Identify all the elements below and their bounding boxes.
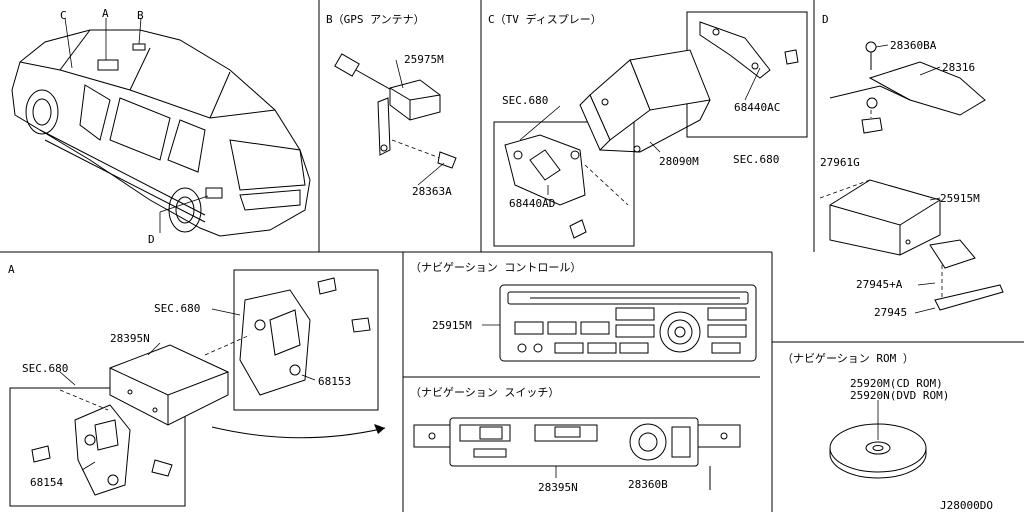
d-illustration xyxy=(819,41,1004,314)
callout-b: B xyxy=(137,9,144,22)
sec680-left-label: SEC.680 xyxy=(502,94,548,107)
callout-d: D xyxy=(148,233,155,246)
part-28090m-label: 28090M xyxy=(659,155,699,168)
gps-antenna-illustration xyxy=(334,53,457,186)
part-27945a-label: 27945+A xyxy=(856,278,903,291)
a-panel-title: A xyxy=(8,263,15,276)
gps-panel-title: B（GPS アンテナ） xyxy=(326,13,425,26)
nav-rom-panel: （ナビゲーション ROM ） 25920M(CD ROM) 25920N(DVD… xyxy=(782,352,949,479)
sec680-right-label: SEC.680 xyxy=(733,153,779,166)
nav-control-title: （ナビゲーション コントロール） xyxy=(410,261,581,274)
a-illustration xyxy=(31,277,386,496)
part-27945-label: 27945 xyxy=(874,306,907,319)
sec680-upper-box xyxy=(233,269,379,411)
panel-d: D 28360BA 28316 27961G 25915M xyxy=(819,13,1004,319)
vehicle-panel: C A B D xyxy=(11,7,311,246)
part-28360ba-label: 28360BA xyxy=(890,39,937,52)
part-25915m-d-label: 25915M xyxy=(940,192,980,205)
part-68154-label: 68154 xyxy=(30,476,63,489)
part-25975m-label: 25975M xyxy=(404,53,444,66)
part-28395n-a-label: 28395N xyxy=(110,332,150,345)
part-25920m-label: 25920M(CD ROM) xyxy=(850,377,943,390)
rom-disc-illustration xyxy=(829,400,927,479)
gps-antenna-panel: B（GPS アンテナ） 25975M 28363A xyxy=(326,13,457,198)
part-28363a-label: 28363A xyxy=(412,185,452,198)
nav-switch-panel: （ナビゲーション スイッチ） 28395N 28360B xyxy=(410,386,741,494)
callout-c: C xyxy=(60,9,67,22)
nav-rom-title: （ナビゲーション ROM ） xyxy=(782,352,914,365)
part-68153-label: 68153 xyxy=(318,375,351,388)
sec680-lower-label: SEC.680 xyxy=(22,362,68,375)
part-25920n-label: 25920N(DVD ROM) xyxy=(850,389,949,402)
part-68440ad-label: 68440AD xyxy=(509,197,555,210)
vehicle-illustration xyxy=(11,17,311,237)
part-27961g-label: 27961G xyxy=(820,156,860,169)
part-28360b-label: 28360B xyxy=(628,478,668,491)
tv-panel-title: C（TV ディスプレー） xyxy=(488,12,602,26)
sec680-upper-label: SEC.680 xyxy=(154,302,200,315)
d-panel-title: D xyxy=(822,13,829,26)
nav-control-panel: （ナビゲーション コントロール） 25915M xyxy=(410,261,757,362)
sec680-lower-box xyxy=(9,387,186,507)
nav-control-unit-illustration xyxy=(482,284,757,362)
part-28395n-nav-label: 28395N xyxy=(538,481,578,494)
nav-switch-unit-illustration xyxy=(413,417,741,490)
sec680-left-box xyxy=(493,121,635,247)
callout-a: A xyxy=(102,7,109,20)
tv-display-panel: C（TV ディスプレー） SEC.680 68440AD xyxy=(488,11,808,247)
part-68440ac-label: 68440AC xyxy=(734,101,780,114)
nav-switch-title: （ナビゲーション スイッチ） xyxy=(410,386,559,399)
panel-a: A xyxy=(8,263,386,507)
tv-display-illustration xyxy=(504,21,799,239)
part-25915m-nav-label: 25915M xyxy=(432,319,472,332)
part-28316-label: 28316 xyxy=(942,61,975,74)
drawing-code: J28000DO xyxy=(940,499,993,512)
